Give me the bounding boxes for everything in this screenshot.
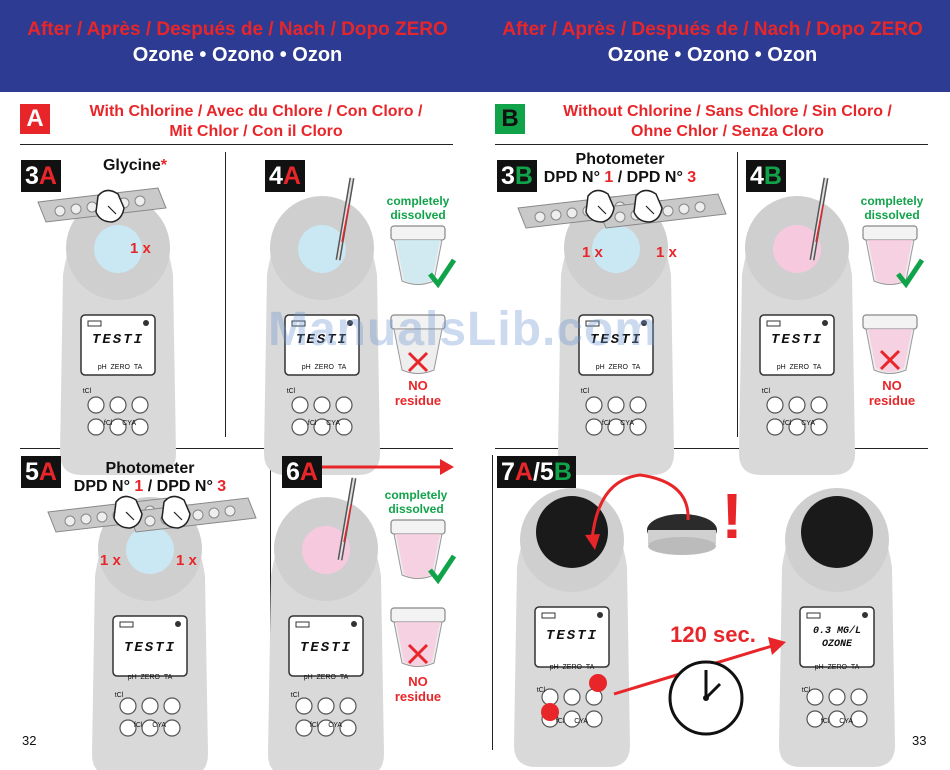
- section-a-badge: A: [20, 104, 50, 134]
- cuvette-water: [298, 225, 346, 273]
- button-labels: pH ZERO TA: [549, 664, 595, 671]
- hand-icon: [585, 189, 615, 223]
- multiplier-label: 1 x: [100, 552, 121, 569]
- hand-icon: [161, 495, 191, 529]
- divider: [20, 448, 453, 449]
- tcl-label: tCl: [761, 388, 771, 395]
- header-line2-right: Ozone • Ozono • Ozon: [607, 44, 818, 66]
- divider: [225, 152, 226, 437]
- header-title-left: After / Après / Después de / Nach / Dopo…: [0, 18, 475, 68]
- device-display: TESTI: [770, 332, 823, 348]
- button-labels-bottom: fCl CYA: [601, 420, 635, 427]
- device-display: TESTI: [299, 640, 352, 656]
- section-a-title-line2: Mit Chlor / Con il Cloro: [169, 123, 343, 140]
- button-labels-bottom: fCl CYA: [133, 722, 167, 729]
- header-banner: [0, 0, 950, 92]
- multiplier-label: 1 x: [582, 244, 603, 261]
- button-labels-bottom: fCl CYA: [307, 420, 341, 427]
- multiplier-label: 1 x: [130, 240, 151, 257]
- device-display: TESTI: [545, 628, 598, 644]
- tcl-label: tCl: [114, 692, 124, 699]
- cuvette-water: [126, 526, 174, 574]
- page-number-left: 32: [22, 733, 37, 748]
- watermark: ManualsLib.com: [268, 303, 659, 356]
- device-display: TESTI: [91, 332, 144, 348]
- cuvette-water-pink: [773, 225, 821, 273]
- button-labels: pH ZERO TA: [595, 364, 641, 371]
- device-display-result: 0.3 MG/L OZONE: [812, 626, 861, 650]
- step-badge-4b: 4B: [746, 160, 786, 192]
- step-badge-5a: 5A: [21, 456, 61, 488]
- dissolved-label: completely dissolved: [386, 194, 450, 222]
- device-display: TESTI: [123, 640, 176, 656]
- warning-exclamation: !: [721, 480, 743, 552]
- divider: [495, 448, 928, 449]
- button-labels-bottom: fCl CYA: [782, 420, 816, 427]
- cuvette-lid-black: [536, 496, 608, 568]
- multiplier-label: 1 x: [656, 244, 677, 261]
- divider: [20, 144, 453, 145]
- divider: [492, 455, 493, 750]
- step-badge-7a-5b: 7A/5B: [497, 456, 576, 488]
- section-b-title-line2: Ohne Chlor / Senza Cloro: [631, 123, 824, 140]
- timer-label: 120 sec.: [670, 622, 756, 647]
- hand-icon: [633, 189, 663, 223]
- button-labels: pH ZERO TA: [97, 364, 143, 371]
- device-display: TESTI: [295, 332, 348, 348]
- divider: [270, 455, 271, 745]
- cuvette-lid-black: [801, 496, 873, 568]
- header-line2-left: Ozone • Ozono • Ozon: [132, 44, 343, 66]
- step-badge-6a: 6A: [282, 456, 322, 488]
- button-labels: pH ZERO TA: [814, 664, 860, 671]
- tcl-label: tCl: [536, 687, 546, 694]
- section-b-title: Without Chlorine / Sans Chlore / Sin Clo…: [530, 102, 925, 142]
- cuvette-water: [94, 225, 142, 273]
- divider: [737, 152, 738, 437]
- tcl-label: tCl: [286, 388, 296, 395]
- arrow-icon: [590, 473, 690, 541]
- pressed-button: [541, 703, 559, 721]
- step-badge-3a: 3A: [21, 160, 61, 192]
- divider: [495, 144, 928, 145]
- cuvette-water-pink: [302, 526, 350, 574]
- button-labels: pH ZERO TA: [301, 364, 347, 371]
- header-title-right: After / Après / Después de / Nach / Dopo…: [475, 18, 950, 68]
- section-b-badge: B: [495, 104, 525, 134]
- dissolved-label: completely dissolved: [860, 194, 924, 222]
- dissolved-label: completely dissolved: [384, 488, 448, 516]
- button-labels-bottom: fCl CYA: [820, 718, 854, 725]
- pressed-button: [589, 674, 607, 692]
- step-badge-4a: 4A: [265, 160, 305, 192]
- tcl-label: tCl: [801, 687, 811, 694]
- tcl-label: tCl: [580, 388, 590, 395]
- photometer-label: Photometer DPD N° 1 / DPD N° 3: [73, 460, 227, 495]
- section-a-title: With Chlorine / Avec du Chlore / Con Clo…: [56, 102, 456, 142]
- tcl-label: tCl: [82, 388, 92, 395]
- multiplier-label: 1 x: [176, 552, 197, 569]
- page-number-right: 33: [912, 733, 927, 748]
- step-badge-3b: 3B: [497, 160, 537, 192]
- button-labels-bottom: fCl CYA: [309, 722, 343, 729]
- button-labels: pH ZERO TA: [303, 674, 349, 681]
- header-line1-right: After / Après / Después de / Nach / Dopo…: [502, 19, 923, 40]
- glycine-label: Glycine*: [102, 157, 168, 174]
- section-b-title-line1: Without Chlorine / Sans Chlore / Sin Clo…: [563, 103, 892, 120]
- photometer-label: Photometer DPD N° 1 / DPD N° 3: [543, 151, 697, 186]
- section-a-title-line1: With Chlorine / Avec du Chlore / Con Clo…: [89, 103, 423, 120]
- button-labels-bottom: fCl CYA: [555, 718, 589, 725]
- button-labels-bottom: fCl CYA: [103, 420, 137, 427]
- header-line1-left: After / Après / Después de / Nach / Dopo…: [27, 19, 448, 40]
- device-display: TESTI: [589, 332, 642, 348]
- tcl-label: tCl: [290, 692, 300, 699]
- cuvette-water: [592, 225, 640, 273]
- button-labels: pH ZERO TA: [776, 364, 822, 371]
- button-labels: pH ZERO TA: [127, 674, 173, 681]
